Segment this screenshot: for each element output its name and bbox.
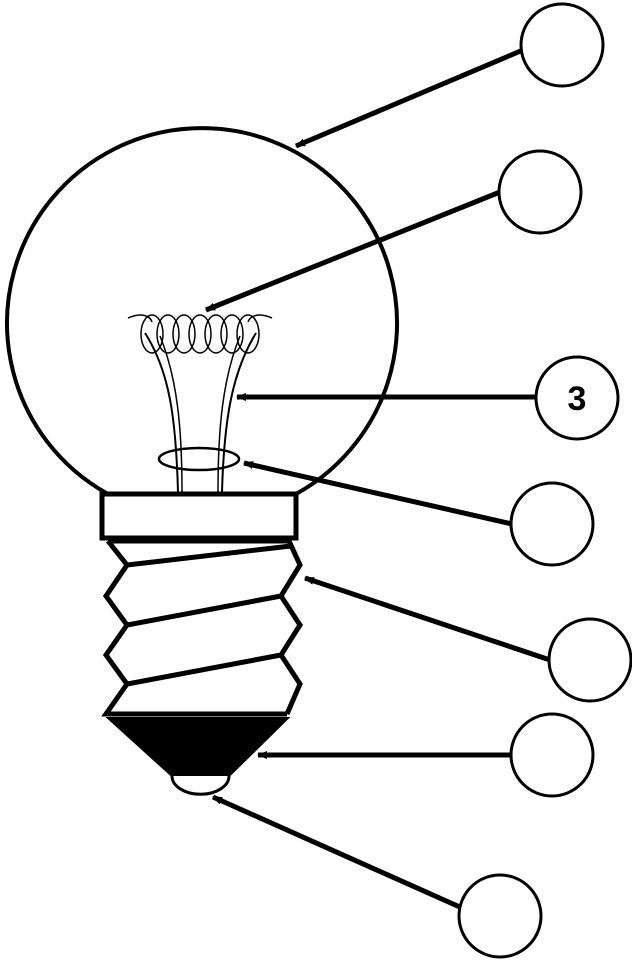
screw-thread	[106, 541, 300, 714]
callout-circle-screw-base	[549, 619, 631, 701]
glass-mount	[159, 448, 239, 470]
arrow-filament	[206, 192, 500, 310]
arrow-glass-bulb	[296, 50, 523, 146]
base-collar	[102, 494, 296, 538]
callout-circle-insulator	[511, 714, 593, 796]
support-wires	[145, 333, 256, 492]
glass-bulb	[7, 128, 397, 494]
insulator	[108, 718, 288, 776]
foot-contact	[172, 776, 229, 794]
callout-circle-glass-mount	[511, 483, 593, 565]
arrow-screw-base	[305, 578, 550, 660]
callout-number-support-wires: 3	[568, 380, 587, 418]
callout-circle-foot-contact	[459, 875, 541, 957]
callout-circle-glass-bulb	[521, 4, 603, 86]
arrow-foot-contact	[213, 797, 462, 908]
filament	[128, 315, 272, 353]
callout-circle-filament	[499, 151, 581, 233]
